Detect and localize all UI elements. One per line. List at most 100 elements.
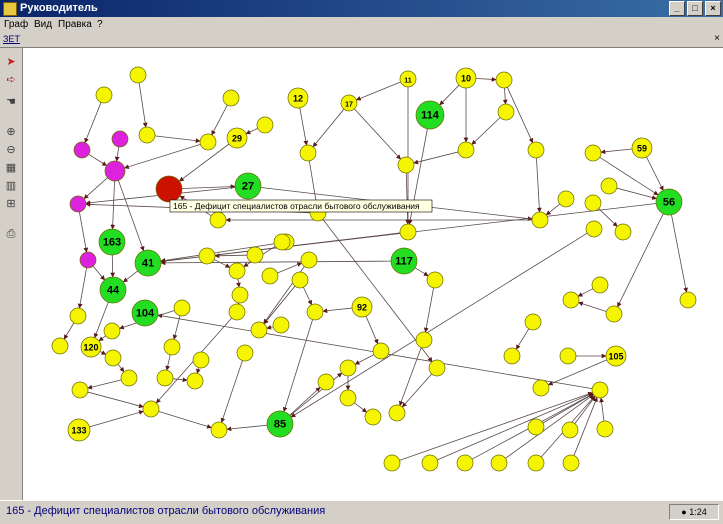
node-circle[interactable] [164,339,180,355]
print-icon[interactable]: ⎙ [3,226,19,242]
node-circle[interactable] [585,145,601,161]
graph-node-n21[interactable] [156,176,182,202]
graph-node-27[interactable]: 27 [235,173,261,199]
graph-node-n16[interactable] [96,87,112,103]
node-circle[interactable] [200,134,216,150]
node-circle[interactable] [400,224,416,240]
graph-node-n76[interactable] [457,455,473,471]
graph-node-n13[interactable] [200,134,216,150]
node-circle[interactable] [80,252,96,268]
close-button[interactable]: × [705,1,721,16]
bars-icon[interactable]: ▥ [3,178,19,194]
graph-node-n80[interactable] [528,419,544,435]
node-circle[interactable] [300,145,316,161]
graph-node-n99[interactable] [586,221,602,237]
graph-node-10[interactable]: 10 [456,68,476,88]
node-circle[interactable] [365,409,381,425]
graph-node-44[interactable]: 44 [100,277,126,303]
node-circle[interactable] [251,322,267,338]
node-circle[interactable] [237,345,253,361]
node-circle[interactable] [211,422,227,438]
node-circle[interactable] [562,422,578,438]
graph-node-n40[interactable] [301,252,317,268]
graph-node-n49[interactable] [70,308,86,324]
graph-node-n11[interactable] [257,117,273,133]
node-circle[interactable] [223,90,239,106]
node-circle[interactable] [112,131,128,147]
graph-node-n35[interactable] [532,212,548,228]
graph-node-n90[interactable] [592,277,608,293]
graph-node-n91[interactable] [606,306,622,322]
graph-node-59[interactable]: 59 [632,138,652,158]
node-circle[interactable] [563,455,579,471]
node-circle[interactable] [533,380,549,396]
graph-node-n74[interactable] [384,455,400,471]
graph-node-n6[interactable] [496,72,512,88]
node-circle[interactable] [601,178,617,194]
graph-node-n56[interactable] [157,370,173,386]
graph-node-133[interactable]: 133 [68,419,90,441]
tab-close-icon[interactable]: × [714,33,720,44]
node-circle[interactable] [307,304,323,320]
node-circle[interactable] [585,195,601,211]
graph-node-n73[interactable] [427,272,443,288]
graph-node-n66[interactable] [340,360,356,376]
graph-node-n30[interactable] [199,248,215,264]
graph-node-n82[interactable] [597,421,613,437]
graph-node-n38[interactable] [229,263,245,279]
node-circle[interactable] [105,161,125,181]
graph-node-n89[interactable] [563,292,579,308]
node-circle[interactable] [247,247,263,263]
graph-node-n42[interactable] [232,287,248,303]
pointer-icon[interactable]: ➪ [3,72,19,88]
node-circle[interactable] [130,67,146,83]
graph-node-n47[interactable] [307,304,323,320]
node-circle[interactable] [232,287,248,303]
node-circle[interactable] [532,212,548,228]
node-circle[interactable] [606,306,622,322]
node-circle[interactable] [340,390,356,406]
graph-node-117[interactable]: 117 [391,248,417,274]
graph-node-n101[interactable] [274,234,290,250]
node-circle[interactable] [257,117,273,133]
graph-node-n15[interactable] [130,67,146,83]
node-circle[interactable] [398,157,414,173]
graph-node-n87[interactable] [504,348,520,364]
graph-node-n26[interactable] [210,212,226,228]
node-circle[interactable] [210,212,226,228]
graph-node-n83[interactable] [592,382,608,398]
node-circle[interactable] [156,176,182,202]
graph-node-104[interactable]: 104 [132,300,158,326]
graph-node-n70[interactable] [373,343,389,359]
graph-node-n44[interactable] [174,300,190,316]
minimize-button[interactable]: _ [669,1,685,16]
graph-node-n85[interactable] [560,348,576,364]
node-circle[interactable] [458,142,474,158]
graph-node-163[interactable]: 163 [99,229,125,255]
graph-node-n57[interactable] [187,373,203,389]
graph-node-n14[interactable] [139,127,155,143]
layout-icon[interactable]: ⊞ [3,196,19,212]
graph-node-n78[interactable] [528,455,544,471]
node-circle[interactable] [274,234,290,250]
node-circle[interactable] [301,252,317,268]
node-circle[interactable] [340,360,356,376]
graph-node-n98[interactable] [585,195,601,211]
node-circle[interactable] [528,142,544,158]
graph-node-n95[interactable] [585,145,601,161]
node-circle[interactable] [422,455,438,471]
graph-node-n28[interactable] [80,252,96,268]
graph-node-n39[interactable] [262,268,278,284]
graph-node-12[interactable]: 12 [288,88,308,108]
node-circle[interactable] [229,304,245,320]
graph-node-114[interactable]: 114 [416,101,444,129]
graph-node-n97[interactable] [558,191,574,207]
graph-node-n10[interactable] [300,145,316,161]
graph-node-n9[interactable] [528,142,544,158]
node-circle[interactable] [592,277,608,293]
graph-node-n24[interactable] [398,157,414,173]
graph-node-n54[interactable] [237,345,253,361]
graph-node-n69[interactable] [389,405,405,421]
